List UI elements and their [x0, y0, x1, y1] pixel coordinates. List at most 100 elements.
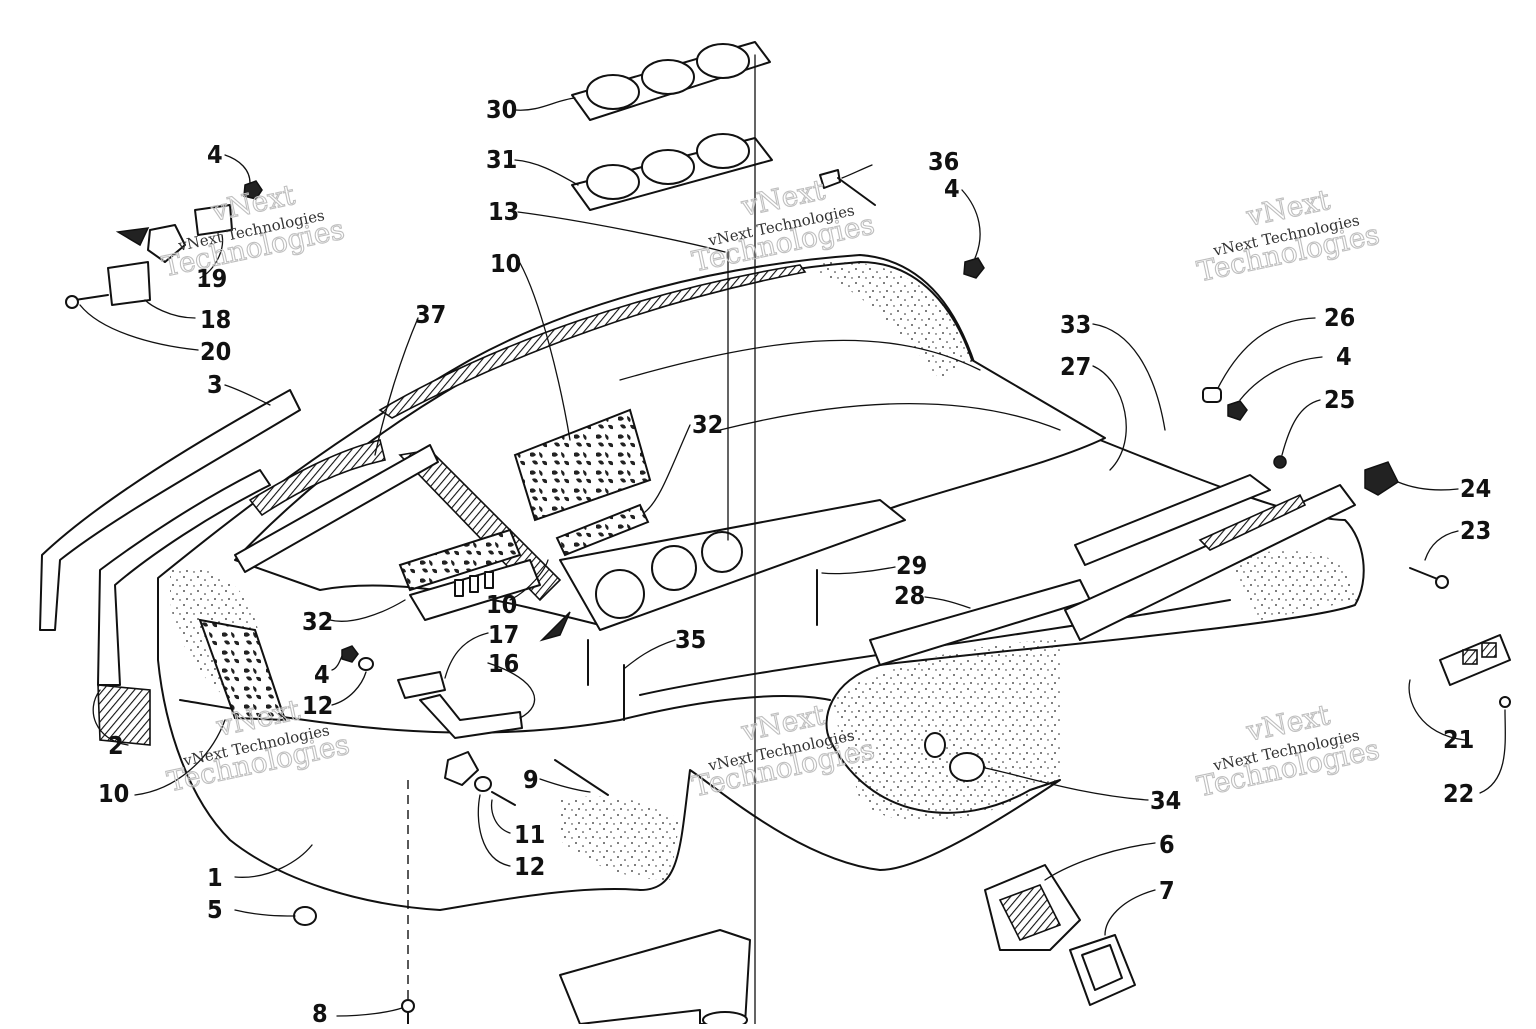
hood-assembly	[157, 254, 1365, 911]
callout-37: 37	[415, 300, 446, 329]
callout-8: 8	[312, 999, 328, 1024]
hood-texture-lower-right	[830, 640, 1060, 822]
gauge-hole-2	[651, 545, 697, 591]
callout-31: 31	[486, 145, 517, 174]
callout-20: 20	[200, 337, 231, 366]
callout-4-right: 4	[1336, 342, 1352, 371]
reflector-21-lens-1	[1462, 649, 1478, 665]
trim-2-end	[97, 684, 151, 746]
rail-33-shade	[1198, 493, 1307, 551]
callout-labels: 30 31 13 10 36 4 4 19 18 20 3 2 37 32 32…	[98, 95, 1491, 1028]
bracket-18	[107, 261, 151, 306]
trim-2	[97, 469, 271, 746]
callout-33: 33	[1060, 310, 1091, 339]
hood-rim-shade	[378, 264, 807, 419]
bezel-30-hole-2	[641, 59, 695, 95]
gauge-bezel-30	[571, 41, 771, 121]
callout-9: 9	[523, 765, 539, 794]
arrow-19	[115, 227, 150, 247]
bottom-pan-hole	[702, 1011, 748, 1029]
callout-18: 18	[200, 305, 231, 334]
gasket-31-hole-3	[696, 133, 750, 169]
hood-texture-right	[820, 261, 975, 380]
screw-20	[74, 294, 109, 301]
callout-26: 26	[1324, 303, 1355, 332]
headlight-fins	[998, 883, 1062, 942]
callout-10-low: 10	[98, 779, 129, 808]
callout-7: 7	[1159, 876, 1175, 905]
hood-texture-right-end	[1230, 550, 1358, 620]
callout-1: 1	[207, 863, 223, 892]
callout-28: 28	[894, 581, 925, 610]
callout-34: 34	[1150, 786, 1181, 815]
screw-8-head	[401, 999, 415, 1013]
bolt-36-shank	[837, 177, 876, 206]
grommet-34-cap	[924, 732, 946, 758]
bracket-17	[397, 671, 446, 699]
nut-4-top	[963, 257, 985, 279]
headlight-6	[984, 864, 1081, 951]
callout-12-lower: 12	[514, 852, 545, 881]
bezel-30-hole-3	[696, 43, 750, 79]
hood-crease-2	[719, 402, 1061, 431]
console-slot-3	[484, 571, 494, 589]
bolt-23-head	[1435, 575, 1449, 589]
watermark-bottomright: vNext vNext Technologies Technologies	[1194, 697, 1383, 803]
nut-4-right	[1227, 400, 1248, 421]
callout-10-mid: 10	[486, 590, 517, 619]
trim-strip-2	[97, 469, 271, 686]
bracket-16	[419, 694, 523, 739]
callout-29: 29	[896, 551, 927, 580]
knob-lower	[444, 751, 479, 786]
callout-32-right: 32	[692, 410, 723, 439]
leader-lines	[79, 97, 1506, 1017]
watermark-topright: vNext vNext Technologies Technologies	[1194, 182, 1383, 288]
dash-panel	[398, 408, 906, 631]
arrow-dash	[539, 611, 571, 642]
housing-7	[1069, 934, 1136, 1006]
plate-18-upper	[194, 204, 233, 236]
bracket-24	[1364, 461, 1399, 496]
hood-left-shade	[248, 439, 386, 517]
console-slot-2	[469, 575, 479, 593]
watermark-topleft: vNext vNext Technologies Technologies	[159, 177, 348, 283]
callout-4-low: 4	[314, 660, 330, 689]
screw-22	[1499, 696, 1511, 708]
bottom-pan	[559, 929, 751, 1025]
callout-23: 23	[1460, 516, 1491, 545]
callout-21: 21	[1443, 725, 1474, 754]
nut-4-left	[243, 180, 263, 200]
callout-24: 24	[1460, 474, 1491, 503]
callout-22: 22	[1443, 779, 1474, 808]
spacer-26	[1202, 387, 1222, 403]
bolt-36-head	[819, 169, 841, 189]
callout-4-left: 4	[207, 140, 223, 169]
gauge-gasket-31	[571, 133, 773, 211]
hood-crease	[619, 339, 981, 381]
bezel-30-hole-1	[586, 74, 640, 110]
decal-console	[398, 528, 522, 592]
console-slot-1	[454, 579, 464, 597]
screw-25	[1273, 455, 1287, 469]
callout-5: 5	[207, 895, 223, 924]
washer-12-upper	[358, 657, 374, 671]
gasket-31-hole-1	[586, 164, 640, 200]
callout-27: 27	[1060, 352, 1091, 381]
decal-front-left	[198, 618, 287, 722]
callout-10-top: 10	[490, 249, 521, 278]
bracket-37	[234, 444, 439, 573]
bolt-23	[1409, 567, 1441, 581]
callout-2: 2	[108, 731, 124, 760]
grommet-34	[949, 752, 985, 782]
gasket-31-hole-2	[641, 149, 695, 185]
callout-17: 17	[488, 620, 519, 649]
callout-30: 30	[486, 95, 517, 124]
washer-12-lower	[474, 776, 492, 792]
gauge-hole-1	[595, 569, 645, 619]
gauge-hole-3	[701, 531, 743, 573]
callout-25: 25	[1324, 385, 1355, 414]
trim-3	[39, 389, 301, 631]
callout-32-left: 32	[302, 607, 333, 636]
callout-11: 11	[514, 820, 545, 849]
